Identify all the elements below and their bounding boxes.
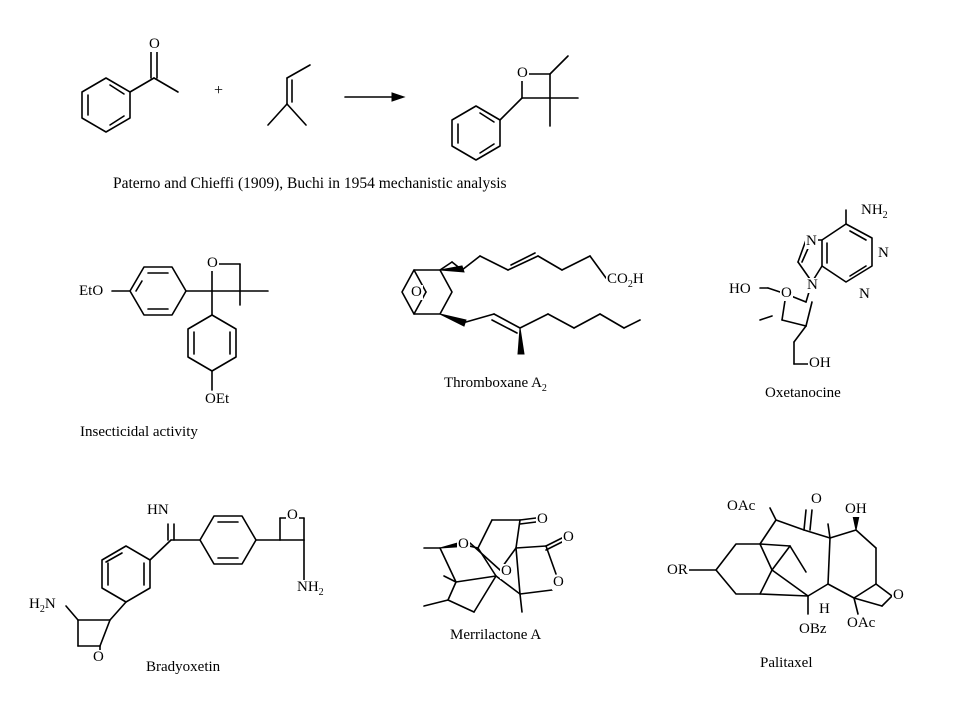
- oxetane-oxygen: O: [516, 65, 529, 81]
- purine-n9: N: [806, 277, 819, 293]
- lactone-oxygen-inner: O: [500, 563, 513, 579]
- ketone-oxygen-palitaxel: O: [810, 491, 823, 507]
- oxetane-oxygen-palitaxel: O: [892, 587, 905, 603]
- ketone-oxygen: O: [148, 36, 161, 52]
- carboxylic-acid-label: CO2H: [606, 271, 645, 290]
- thromboxane-oxygen: O: [410, 284, 423, 300]
- oxetane-oxygen-left: O: [92, 649, 105, 665]
- oxetane-oxygen-right: O: [286, 507, 299, 523]
- insecticide-caption: Insecticidal activity: [80, 424, 198, 440]
- bradyoxetin-caption: Bradyoxetin: [146, 659, 221, 675]
- thromboxane-structure: [401, 252, 641, 355]
- bradyoxetin-structure: [65, 515, 305, 657]
- ethoxy-label-left: EtO: [78, 283, 105, 299]
- imine-label: HN: [146, 502, 170, 518]
- acetophenone: [81, 51, 179, 133]
- trimethylethylene: [267, 64, 311, 126]
- reaction-arrow: [344, 92, 406, 102]
- ether-oxygen-merrilactone: O: [457, 536, 470, 552]
- reaction-caption: Paterno and Chieffi (1909), Buchi in 195…: [113, 175, 507, 192]
- acetoxy-label-bottom: OAc: [846, 615, 877, 631]
- oxetanocine-caption: Oxetanocine: [765, 385, 841, 401]
- insecticide-structure: [111, 263, 269, 391]
- purine-n7: N: [805, 233, 818, 249]
- purine-n1: N: [877, 245, 890, 261]
- ethoxy-label-bottom: OEt: [204, 391, 231, 407]
- oxetane-product: [451, 55, 579, 161]
- hydroxy-label-left: HO: [728, 281, 752, 297]
- lactone-oxygen-outer: O: [552, 574, 565, 590]
- lactone-carbonyl-oxygen: O: [562, 529, 575, 545]
- merrilactone-structure: [423, 517, 563, 613]
- amine-label-left: H2N: [28, 596, 57, 615]
- acetoxy-label-top: OAc: [726, 498, 757, 514]
- hydrogen-label: H: [818, 601, 831, 617]
- insecticide-oxygen: O: [206, 255, 219, 271]
- oxetanocine-oxygen: O: [780, 285, 793, 301]
- hydroxy-label-bottom: OH: [808, 355, 832, 371]
- benzoyloxy-label: OBz: [798, 621, 828, 637]
- or-group-label: OR: [666, 562, 689, 578]
- thromboxane-caption: Thromboxane A2: [444, 375, 547, 394]
- purine-n3: N: [858, 286, 871, 302]
- hydroxy-label-palitaxel: OH: [844, 501, 868, 517]
- amine-label: NH2: [860, 202, 889, 221]
- merrilactone-caption: Merrilactone A: [450, 627, 542, 643]
- ketone-oxygen-merrilactone: O: [536, 511, 549, 527]
- plus-sign: +: [214, 82, 224, 99]
- amine-label-right: NH2: [296, 579, 325, 598]
- palitaxel-structure: [687, 507, 893, 615]
- palitaxel-caption: Palitaxel: [760, 655, 813, 671]
